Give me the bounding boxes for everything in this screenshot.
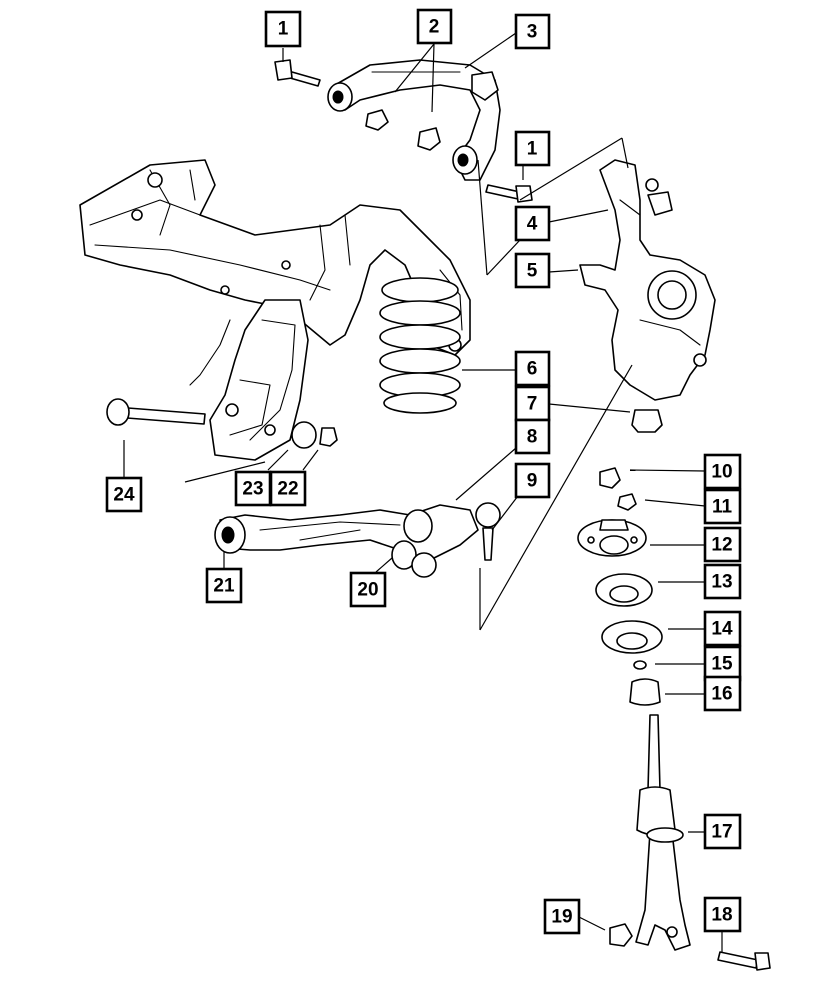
callout-11: 11	[703, 488, 742, 525]
callout-13: 13	[703, 563, 742, 600]
callout-label: 19	[551, 907, 572, 928]
leader-lines	[123, 32, 723, 952]
callout-label: 20	[357, 580, 378, 601]
lower-arm-bushing	[391, 509, 437, 578]
strut-mount-nut	[599, 467, 621, 489]
callout-label: 2	[429, 17, 440, 38]
callout-label: 13	[711, 572, 732, 593]
callout-label: 22	[277, 479, 298, 500]
knuckle-bolt	[485, 184, 533, 203]
callout-label: 5	[527, 261, 538, 282]
callout-label: 4	[527, 214, 538, 235]
frame-bracket	[189, 299, 309, 461]
steering-knuckle	[579, 159, 716, 401]
callout-label: 6	[527, 359, 538, 380]
callout-1-upper: 1	[264, 10, 302, 48]
callout-22: 22	[269, 470, 307, 507]
callout-label: 8	[527, 427, 538, 448]
callout-7: 7	[514, 385, 551, 422]
callout-4: 4	[514, 205, 551, 242]
callout-label: 16	[711, 684, 732, 705]
callout-label: 21	[213, 576, 235, 597]
callout-label: 3	[527, 22, 538, 43]
callout-label: 18	[711, 905, 732, 926]
callout-23: 23	[234, 470, 272, 507]
upper-control-arm	[327, 59, 501, 181]
strut-bearing	[595, 573, 653, 607]
jounce-bumper	[629, 678, 661, 706]
shock-nut	[609, 923, 633, 947]
callout-label: 10	[711, 462, 732, 483]
callout-label: 1	[527, 139, 538, 160]
callout-17: 17	[703, 813, 742, 850]
callout-9: 9	[514, 462, 551, 499]
callout-label: 15	[711, 654, 733, 675]
callout-label: 7	[527, 394, 538, 415]
callout-8: 8	[514, 418, 551, 455]
coil-spring	[379, 277, 461, 414]
upper-strut-mount	[577, 519, 647, 557]
callout-14: 14	[703, 610, 742, 647]
callout-label: 14	[711, 619, 733, 640]
callout-label: 11	[712, 497, 733, 518]
ball-joint	[475, 502, 501, 561]
callout-label: 23	[242, 479, 263, 500]
cam-washer-nut	[291, 421, 338, 449]
callout-3: 3	[514, 13, 551, 50]
shock-bolt	[717, 951, 771, 971]
callout-label: 12	[711, 535, 732, 556]
callout-6: 6	[514, 350, 551, 387]
callout-19: 19	[543, 898, 581, 935]
callout-20: 20	[349, 571, 387, 608]
callout-2: 2	[416, 8, 453, 45]
spring-isolator	[601, 620, 663, 654]
cam-bolt	[106, 398, 206, 426]
lower-control-arm	[214, 504, 479, 561]
callout-1-knuckle: 1	[514, 130, 551, 167]
callout-label: 1	[278, 19, 289, 40]
callout-10: 10	[703, 453, 742, 490]
callout-5: 5	[514, 252, 551, 289]
callout-15: 15	[703, 645, 742, 682]
callout-label: 17	[711, 822, 732, 843]
callout-12: 12	[703, 526, 742, 563]
knuckle-nut	[631, 409, 663, 433]
upper-arm-bolt	[274, 59, 321, 87]
callout-label: 24	[113, 485, 135, 506]
callout-21: 21	[205, 567, 243, 604]
shock-absorber	[635, 714, 691, 951]
callout-24: 24	[105, 476, 143, 513]
callout-label: 9	[527, 471, 538, 492]
callout-18: 18	[703, 896, 742, 933]
washer	[617, 493, 637, 511]
upper-arm-nuts	[365, 109, 441, 151]
small-isolator	[633, 660, 647, 670]
callout-16: 16	[703, 675, 742, 712]
